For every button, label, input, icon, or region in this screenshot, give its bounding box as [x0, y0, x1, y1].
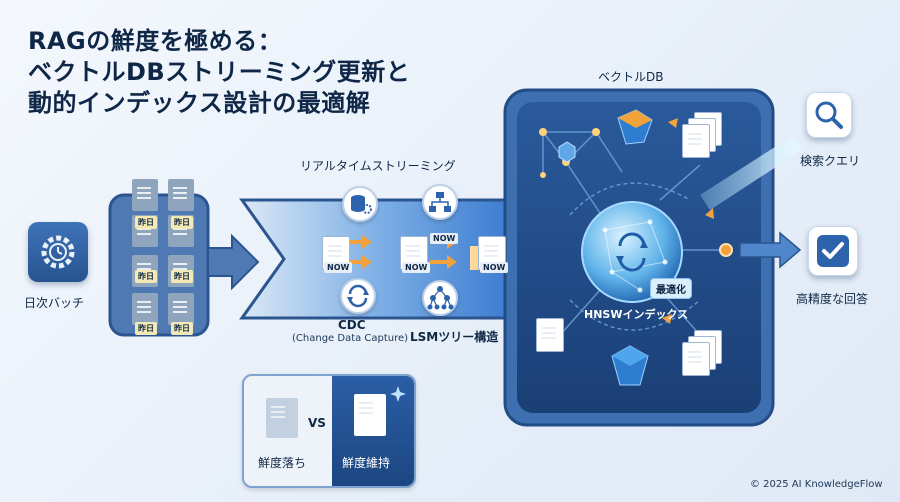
streaming-label: リアルタイムストリーミング — [300, 159, 456, 173]
copyright: © 2025 AI KnowledgeFlow — [750, 479, 883, 490]
answer-label: 高精度な回答 — [796, 292, 869, 306]
document-icon — [682, 124, 710, 158]
answer-arrow — [739, 231, 802, 269]
db-docs-top — [682, 112, 726, 166]
doc-tag: 昨日 — [135, 322, 157, 335]
crystal-icon-top — [617, 109, 653, 145]
tree-icon — [427, 286, 454, 310]
query-beam — [700, 136, 802, 210]
document-icon — [682, 342, 710, 376]
document-icon — [132, 293, 158, 325]
crystal-icon-bottom — [611, 345, 649, 386]
doc-tag: 昨日 — [171, 216, 193, 229]
doc-tag: 昨日 — [171, 270, 193, 283]
search-query-tile[interactable] — [806, 92, 852, 138]
cube-icon — [558, 141, 576, 163]
cdc-subtitle: (Change Data Capture) — [292, 333, 409, 344]
doc-tag: 昨日 — [135, 216, 157, 229]
now-tag: NOW — [430, 233, 459, 244]
optimize-badge: 最適化 — [650, 278, 692, 299]
now-tag: NOW — [324, 262, 353, 273]
doc-tag: 昨日 — [171, 322, 193, 335]
title-line-3: 動的インデックス設計の最適解 — [28, 89, 371, 117]
streaming-pipe — [239, 198, 512, 320]
cdc-title: CDC — [338, 318, 366, 332]
vs-label: VS — [308, 416, 326, 430]
now-tag: NOW — [480, 262, 509, 273]
check-icon — [817, 235, 849, 267]
now-tag: NOW — [402, 262, 431, 273]
hnsw-sphere — [581, 201, 683, 303]
batch-arrow — [207, 233, 260, 291]
query-label: 検索クエリ — [800, 154, 861, 168]
answer-tile — [808, 226, 858, 276]
search-icon — [815, 101, 843, 129]
doc-tag: 昨日 — [135, 270, 157, 283]
sync-icon — [347, 284, 369, 308]
hnsw-index-label: HNSWインデックス — [584, 308, 689, 321]
batch-label: 日次バッチ — [24, 296, 85, 310]
document-icon — [168, 179, 194, 211]
document-icon — [266, 398, 298, 438]
vectordb-label: ベクトルDB — [598, 70, 664, 84]
lsm-tree-icon-circle — [422, 280, 458, 316]
page-title: RAGの鮮度を極める： ベクトルDBストリーミング更新と 動的インデックス設計の… — [28, 26, 410, 119]
comparison-panel: VS 鮮度落ち 鮮度維持 — [242, 374, 416, 488]
hierarchy-icon-circle — [422, 184, 458, 220]
batch-gear-tile — [28, 222, 88, 282]
sync-icon-circle — [340, 278, 376, 314]
database-icon-circle — [342, 186, 378, 222]
db-docs-bottom — [682, 330, 726, 384]
title-line-2: ベクトルDBストリーミング更新と — [28, 58, 411, 86]
lsm-label: LSMツリー構造 — [410, 330, 499, 344]
sparkle-icon — [390, 386, 406, 402]
document-icon — [354, 394, 386, 436]
title-line-1: RAGの鮮度を極める： — [28, 27, 283, 55]
db-docs-left — [536, 318, 580, 372]
hierarchy-icon — [429, 192, 451, 212]
sphere-sync-icon — [618, 232, 646, 272]
output-node — [719, 243, 733, 257]
document-icon — [168, 293, 194, 325]
batch-docs: 昨日 昨日 昨日 昨日 昨日 昨日 — [110, 179, 208, 335]
document-icon — [132, 179, 158, 211]
fresh-label: 鮮度維持 — [342, 456, 391, 470]
document-icon — [536, 318, 564, 352]
stale-label: 鮮度落ち — [258, 456, 307, 470]
database-icon — [351, 195, 372, 214]
gear-icon — [41, 235, 75, 269]
